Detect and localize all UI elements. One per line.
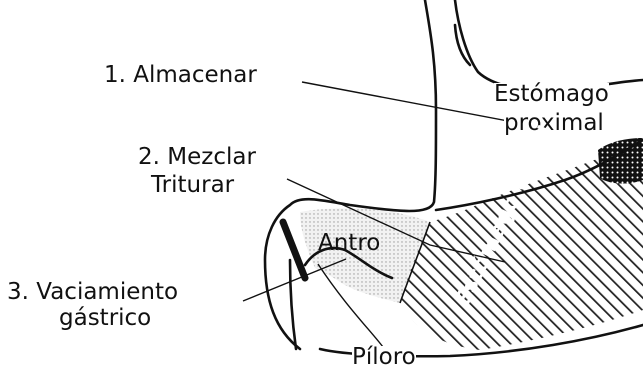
label-estomago-proximal-1: Estómago — [494, 83, 609, 106]
leader-vaciamiento — [243, 259, 346, 301]
label-piloro: Píloro — [352, 346, 416, 369]
pyloric-sphincter — [283, 222, 305, 278]
label-antro: Antro — [318, 232, 380, 255]
label-almacenar: 1. Almacenar — [104, 64, 257, 87]
label-vaciamiento: 3. Vaciamiento — [7, 281, 178, 304]
label-gastrico: gástrico — [59, 307, 151, 330]
label-mezclar: 2. Mezclar — [138, 146, 256, 169]
label-triturar: Triturar — [151, 174, 234, 197]
